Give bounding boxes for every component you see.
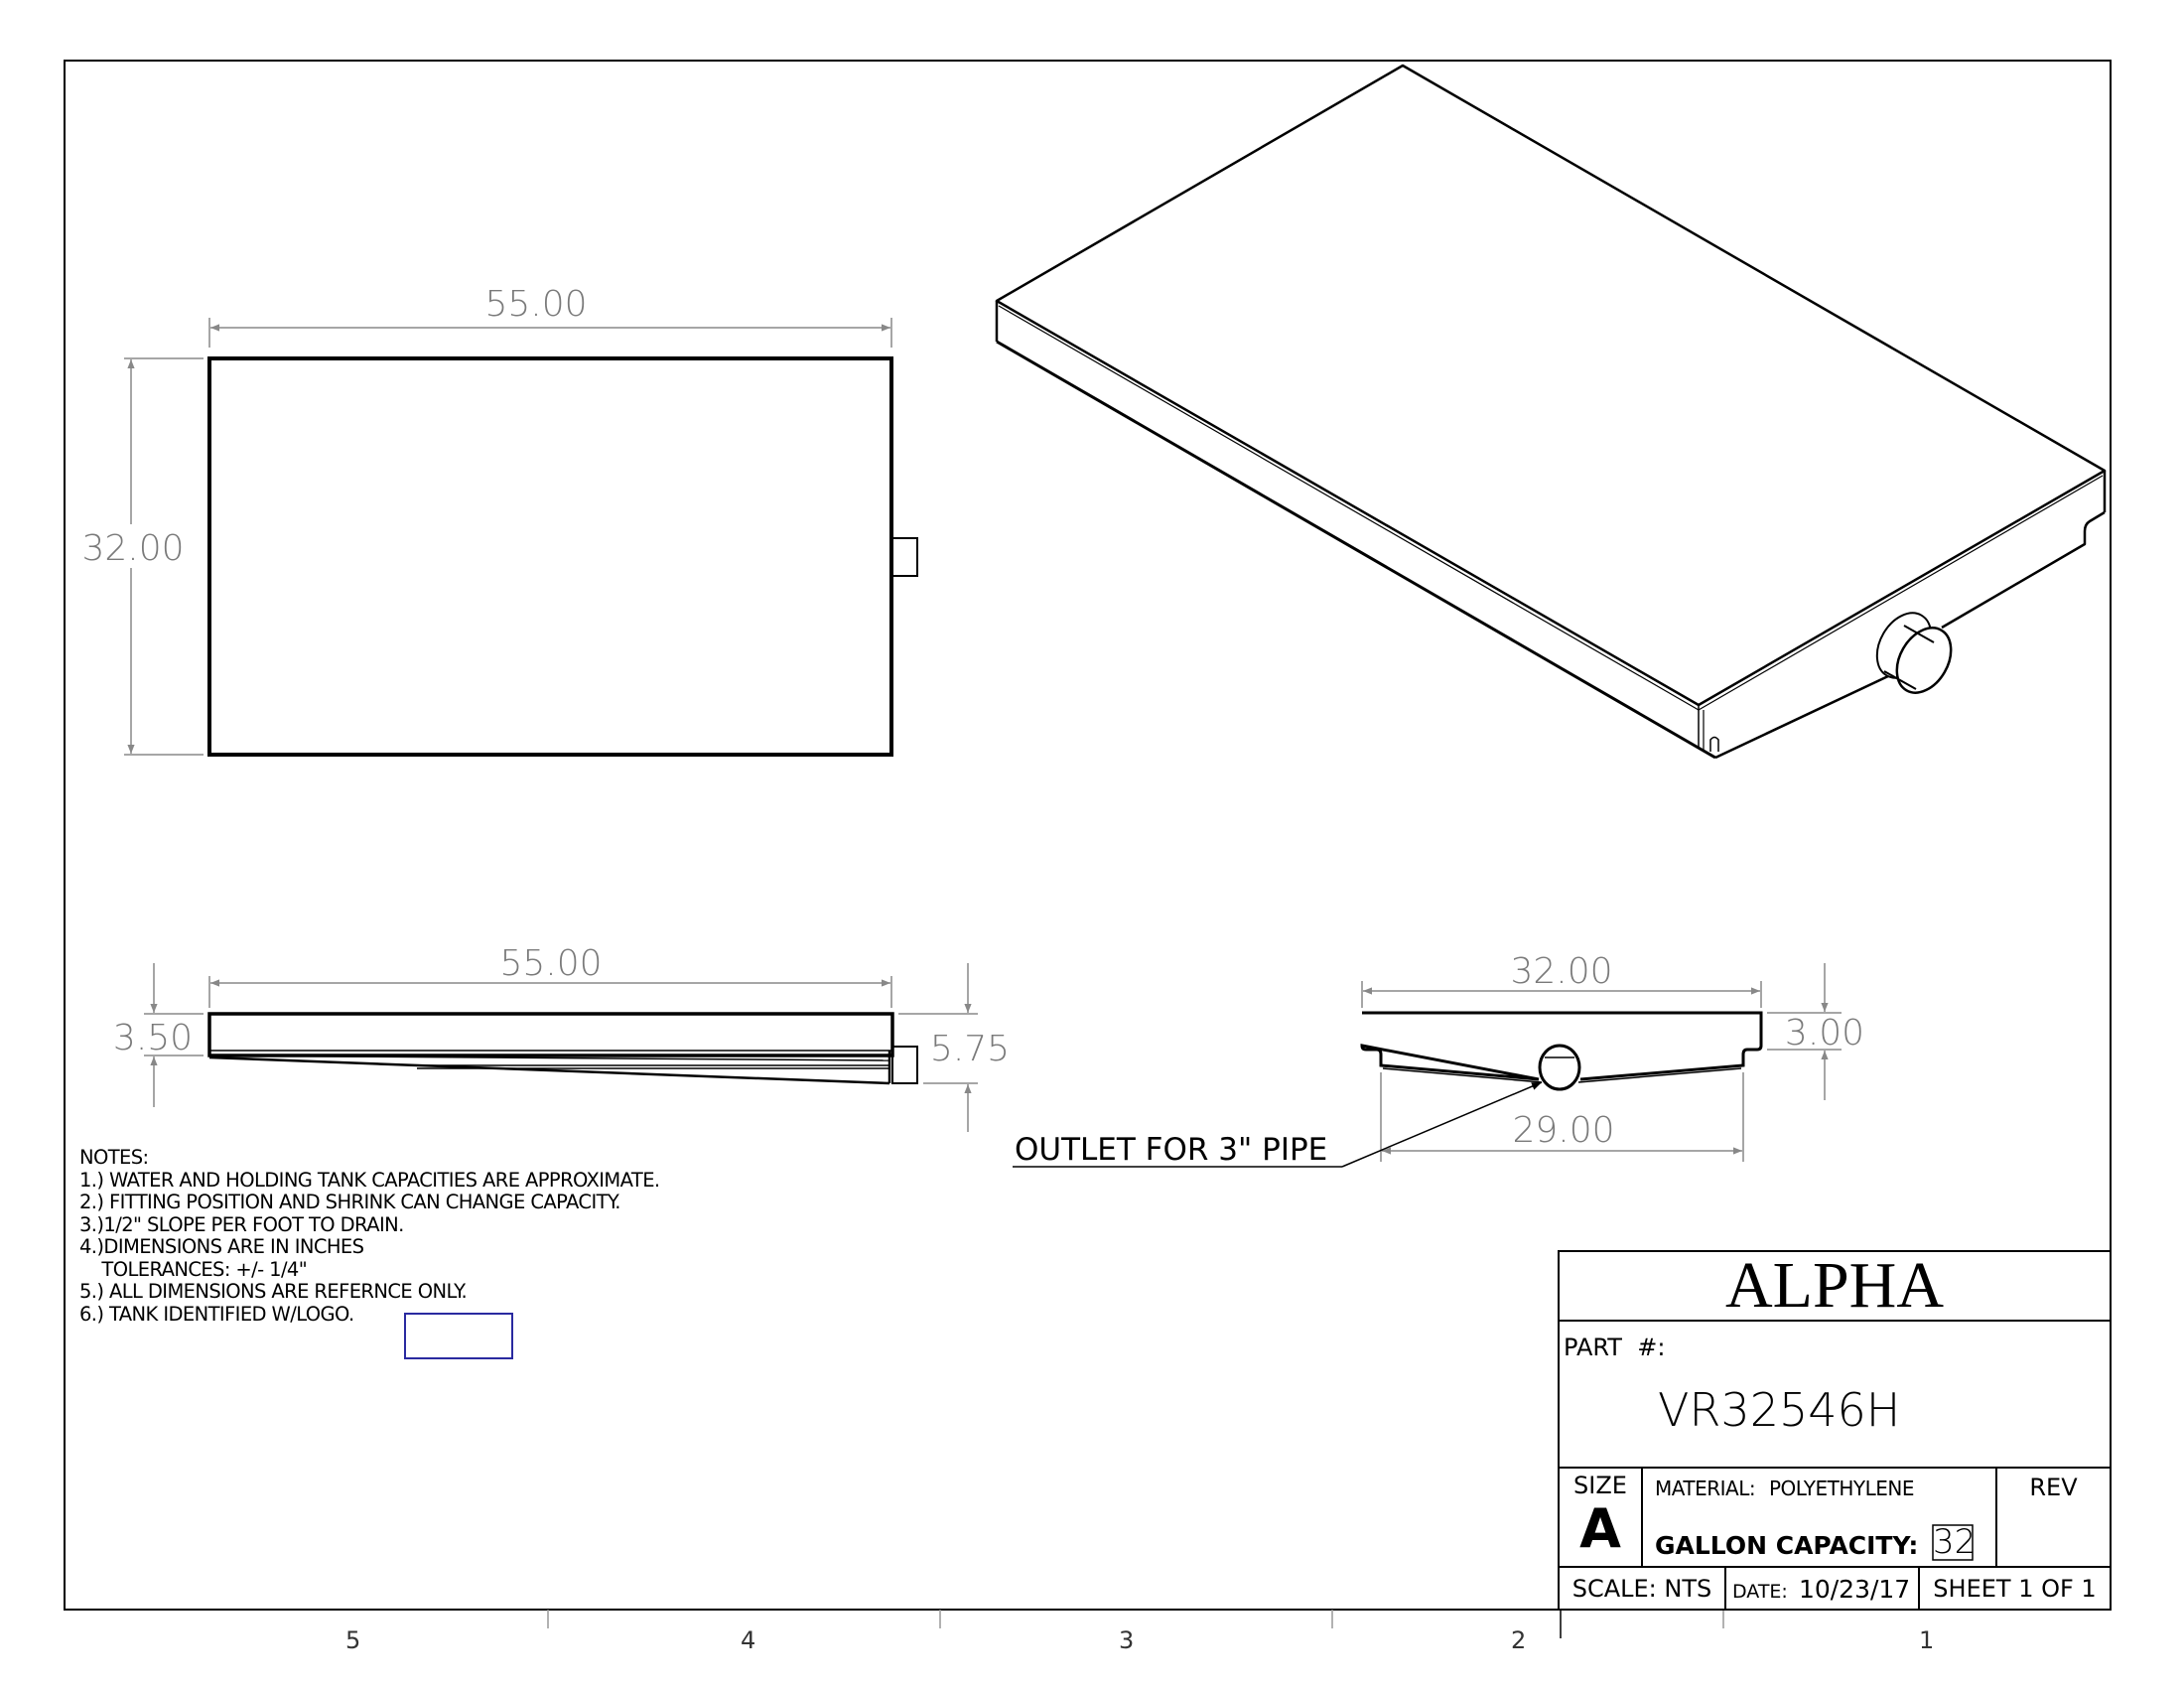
outlet-callout: OUTLET FOR 3" PIPE [1015,1132,1327,1168]
note-item: TOLERANCES: +/- 1/4" [79,1257,308,1281]
side-bottom-width-dim: 29.00 [1512,1110,1614,1151]
front-deep-height-dim: 5.75 [930,1029,1010,1069]
material-field: MATERIAL: POLYETHYLENE [1655,1477,1914,1500]
material-label: MATERIAL: [1655,1477,1756,1500]
sheet-field: SHEET 1 OF 1 [1933,1575,2097,1603]
scale-field: SCALE: NTS [1571,1575,1712,1603]
date-value: 10/23/17 [1798,1575,1911,1604]
zone-label: 5 [345,1626,361,1654]
fitting-outline [891,537,918,577]
logo-placeholder-box [404,1313,513,1359]
drawing-notes: NOTES: 1.) WATER AND HOLDING TANK CAPACI… [79,1146,660,1326]
date-label: DATE: [1732,1581,1788,1603]
zone-label: 3 [1119,1626,1135,1654]
gallon-capacity-value: 32 [1933,1522,1977,1562]
sheet-border [64,60,2112,1611]
side-width-dim: 32.00 [1510,951,1612,992]
rev-label: REV [2029,1474,2078,1501]
side-height-dim: 3.00 [1785,1013,1864,1054]
top-length-dim: 55.00 [484,284,587,325]
size-value: A [1579,1497,1621,1560]
gallon-capacity-label: GALLON CAPACITY: [1655,1531,1919,1560]
part-number: VR32546H [1658,1383,1901,1437]
zone-label: 1 [1919,1626,1935,1654]
note-item: 2.) FITTING POSITION AND SHRINK CAN CHAN… [79,1191,620,1213]
date-field: DATE: 10/23/17 [1732,1575,1910,1604]
zone-label: 2 [1511,1626,1527,1654]
notes-heading: NOTES: [79,1146,149,1169]
title-block-frame [1558,1250,2112,1611]
zone-label: 4 [741,1626,756,1654]
part-number-label: PART #: [1564,1334,1666,1361]
note-item: 1.) WATER AND HOLDING TANK CAPACITIES AR… [79,1168,660,1192]
front-length-dim: 55.00 [499,943,602,984]
zone-ticks [547,1610,1724,1638]
note-item: 3.)1/2" SLOPE PER FOOT TO DRAIN. [79,1212,404,1236]
front-view: 55.00 3.50 5.75 [113,943,1010,1132]
fitting-outline [891,1046,918,1084]
top-width-dim: 32.00 [81,528,184,569]
company-name: ALPHA [1724,1249,1944,1322]
material-value: POLYETHYLENE [1768,1477,1915,1500]
note-item: 5.) ALL DIMENSIONS ARE REFERNCE ONLY. [79,1280,468,1303]
note-item: 4.)DIMENSIONS ARE IN INCHES [79,1235,364,1258]
top-view: 55.00 32.00 [81,284,918,757]
outlet-pipe [1538,1044,1581,1091]
size-label: SIZE [1573,1472,1627,1499]
isometric-view [995,64,2107,760]
note-item: 6.) TANK IDENTIFIED W/LOGO. [79,1302,354,1326]
front-shallow-height-dim: 3.50 [113,1018,193,1058]
side-view: 32.00 3.00 29.00 OUTLET FOR 3" PIPE [1013,951,1864,1168]
